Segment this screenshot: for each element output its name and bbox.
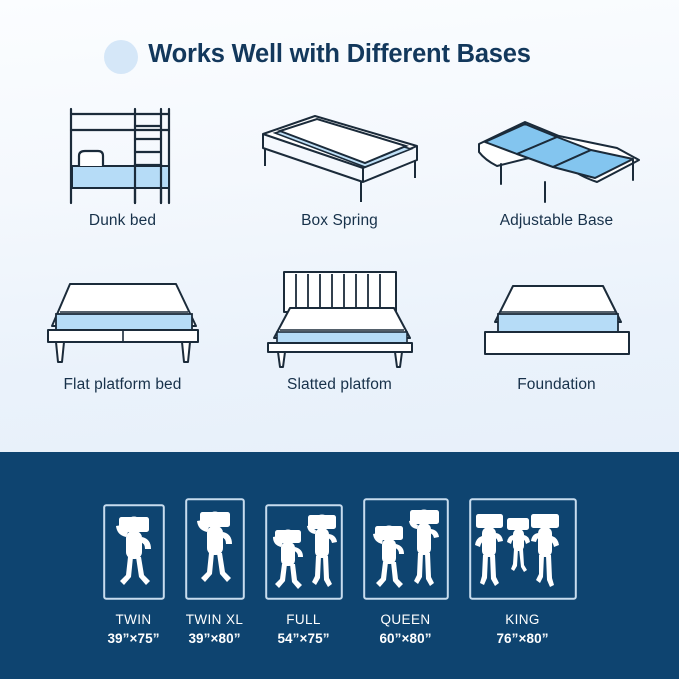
twin-xl-size-icon <box>184 496 245 600</box>
bases-section: Works Well with Different Bases <box>0 0 679 452</box>
page-title: Works Well with Different Bases <box>148 40 531 68</box>
size-dimensions: 39”×80” <box>188 631 241 646</box>
base-item-foundation: Foundation <box>448 266 665 408</box>
size-name: KING <box>505 612 540 627</box>
base-item-flat-platform-bed: Flat platform bed <box>14 266 231 408</box>
size-item-queen: QUEEN 60”×80” <box>362 496 449 646</box>
adjustable-base-icon <box>467 102 647 210</box>
base-label: Flat platform bed <box>63 376 182 393</box>
king-size-icon <box>468 496 577 600</box>
mattress-sizes-section: TWIN 39”×75” <box>0 452 679 679</box>
base-label: Adjustable Base <box>499 212 614 229</box>
base-item-dunk-bed: Dunk bed <box>14 102 231 244</box>
base-label: Box Spring <box>301 212 378 229</box>
box-spring-icon <box>255 102 425 210</box>
base-item-box-spring: Box Spring <box>231 102 448 244</box>
slatted-platform-icon <box>254 266 426 374</box>
size-name: QUEEN <box>380 612 431 627</box>
size-item-king: KING 76”×80” <box>468 496 577 646</box>
base-item-slatted-platform: Slatted platfom <box>231 266 448 408</box>
bunk-bed-icon <box>57 102 189 210</box>
base-item-adjustable-base: Adjustable Base <box>448 102 665 244</box>
title-highlight-blob <box>104 40 138 74</box>
size-dimensions: 54”×75” <box>277 631 330 646</box>
size-dimensions: 76”×80” <box>496 631 549 646</box>
size-item-twin: TWIN 39”×75” <box>102 496 165 646</box>
flat-platform-bed-icon <box>34 266 212 374</box>
size-name: TWIN <box>115 612 152 627</box>
sizes-grid: TWIN 39”×75” <box>102 496 577 646</box>
base-label: Foundation <box>517 376 596 393</box>
foundation-icon <box>471 266 643 374</box>
base-label: Dunk bed <box>88 212 157 229</box>
size-dimensions: 60”×80” <box>379 631 432 646</box>
full-size-icon <box>264 496 343 600</box>
size-name: FULL <box>286 612 321 627</box>
bases-grid: Dunk bed <box>0 102 679 408</box>
size-name: TWIN XL <box>185 612 244 627</box>
base-label: Slatted platfom <box>287 376 392 393</box>
queen-size-icon <box>362 496 449 600</box>
twin-size-icon <box>102 496 165 600</box>
size-dimensions: 39”×75” <box>107 631 160 646</box>
size-item-twin-xl: TWIN XL 39”×80” <box>184 496 245 646</box>
size-item-full: FULL 54”×75” <box>264 496 343 646</box>
title-area: Works Well with Different Bases <box>0 34 679 84</box>
